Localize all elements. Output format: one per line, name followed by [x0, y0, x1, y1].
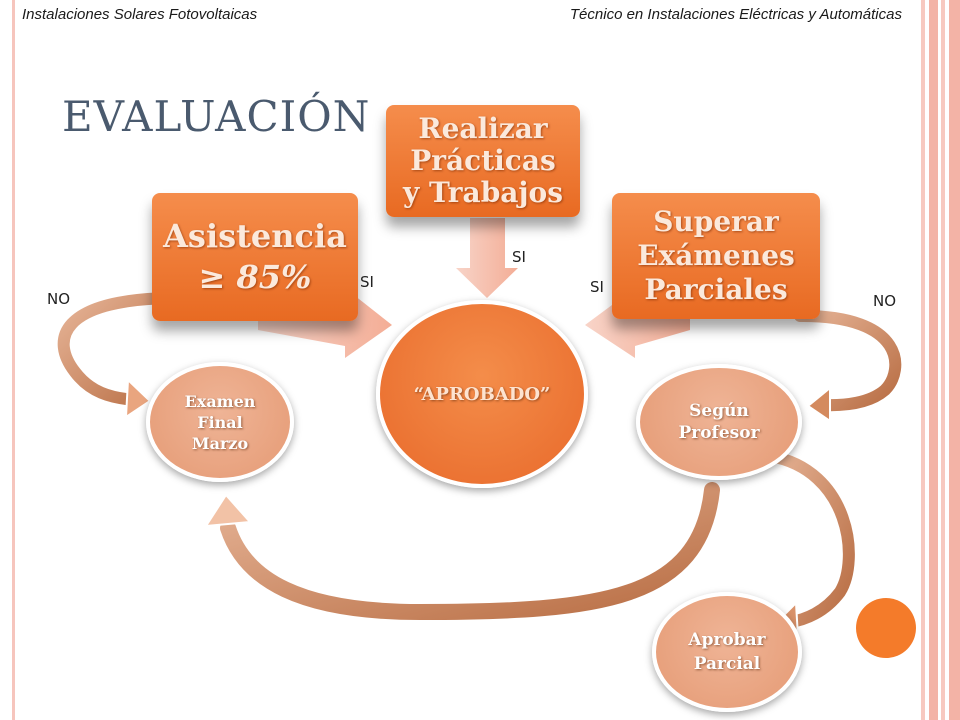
curve-profesor-to-examen: [220, 482, 720, 621]
circle-segun-profesor-label: Según Profesor: [678, 401, 760, 443]
box-examenes-line3: Parciales: [644, 273, 788, 306]
box-examenes-line1: Superar: [653, 205, 779, 238]
label-no-right: NO: [873, 292, 897, 310]
curve-no-right-head: [806, 385, 831, 423]
curve-profesor-to-examen-head: [204, 493, 253, 528]
curve-profesor-to-parcial: [764, 450, 855, 628]
label-si-examenes: SI: [590, 278, 604, 296]
box-examenes-line2: Exámenes: [637, 239, 795, 272]
label-si-asistencia: SI: [360, 273, 374, 291]
box-practicas-line3: y Trabajos: [402, 176, 563, 209]
box-practicas: Realizar Prácticas y Trabajos: [386, 105, 580, 217]
decor-orange-dot: [856, 598, 916, 658]
circle-aprobado: “APROBADO”: [376, 300, 588, 488]
box-practicas-line1: Realizar: [418, 112, 548, 145]
header-course-title: Instalaciones Solares Fotovoltaicas: [22, 6, 258, 23]
box-asistencia-line1: Asistencia: [163, 217, 347, 255]
decor-stripe: [921, 0, 925, 720]
circle-segun-profesor: Según Profesor: [636, 364, 802, 480]
circle-examen-final: Examen Final Marzo: [146, 362, 294, 482]
header-program-title: Técnico en Instalaciones Eléctricas y Au…: [569, 6, 902, 23]
decor-stripe: [941, 0, 945, 720]
circle-examen-final-label: Examen Final Marzo: [184, 391, 256, 453]
curve-no-left: [57, 292, 176, 406]
curve-no-left-head: [124, 377, 152, 419]
label-si-practicas: SI: [512, 248, 526, 266]
arrow-practicas-to-aprobado: [456, 218, 518, 298]
box-practicas-line2: Prácticas: [410, 144, 556, 177]
decor-stripe: [929, 0, 938, 720]
box-asistencia: Asistencia ≥ 85%: [152, 193, 358, 321]
label-no-left: NO: [47, 290, 71, 308]
circle-aprobar-parcial: Aprobar Parcial: [652, 592, 802, 712]
box-asistencia-line2: ≥ 85%: [198, 258, 312, 296]
circle-aprobado-label: “APROBADO”: [413, 383, 551, 405]
curve-no-right: [794, 309, 902, 412]
page-title: EVALUACIÓN: [62, 92, 371, 141]
box-examenes: Superar Exámenes Parciales: [612, 193, 820, 319]
decor-stripe: [949, 0, 960, 720]
circle-aprobar-parcial-label: Aprobar Parcial: [688, 630, 766, 674]
left-margin-rule: [12, 0, 15, 720]
